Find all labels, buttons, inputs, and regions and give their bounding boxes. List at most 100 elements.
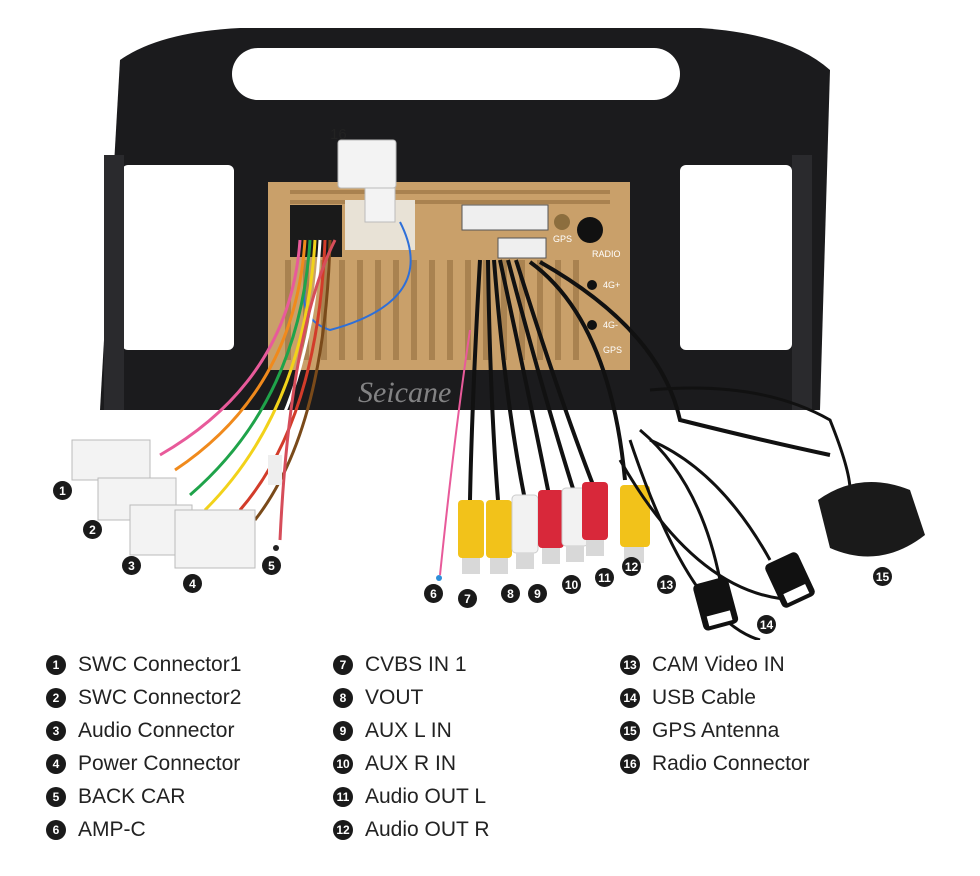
callout-marker-5: 5	[262, 556, 281, 575]
bezel-top-slot	[232, 48, 680, 100]
legend-column-1: 1 SWC Connector1 2 SWC Connector2 3 Audio C…	[46, 648, 241, 846]
callout-marker-8: 8	[501, 584, 520, 603]
legend-bullet: 15	[620, 720, 640, 741]
4g-plus-socket	[587, 280, 597, 290]
legend-bullet: 14	[620, 687, 640, 708]
legend-item: 7 CVBS IN 1	[333, 648, 490, 681]
legend-item: 11 Audio OUT L	[333, 780, 490, 813]
legend-item: 8 VOUT	[333, 681, 490, 714]
bezel-left-window	[122, 165, 234, 350]
callout-marker-10: 10	[562, 575, 581, 594]
callout-marker-2: 2	[83, 520, 102, 539]
legend-bullet: 13	[620, 654, 640, 675]
legend-label: Radio Connector	[652, 751, 810, 775]
legend-item: 2 SWC Connector2	[46, 681, 241, 714]
legend-item: 9 AUX L IN	[333, 714, 490, 747]
head-unit-photo: GPS RADIO 4G+ 4G- GPS Seicane	[71, 28, 925, 640]
panel-label-gps-lower: GPS	[603, 345, 622, 355]
amp-c-tip	[436, 575, 442, 581]
legend-item: 12 Audio OUT R	[333, 813, 490, 846]
radio-connector-neck	[364, 187, 396, 223]
callout-marker-12: 12	[622, 557, 641, 576]
callout-marker-1: 1	[53, 481, 72, 500]
radio-connector-plug	[337, 139, 397, 189]
bezel-left-rail	[104, 155, 124, 410]
callout-marker-6: 6	[424, 584, 443, 603]
legend-label: Audio Connector	[78, 718, 235, 742]
legend-label: CAM Video IN	[652, 652, 785, 676]
audio-out-r-plug	[582, 482, 608, 556]
panel-label-radio: RADIO	[592, 249, 621, 259]
back-car-wire-tag	[268, 455, 282, 485]
gps-antenna-puck	[818, 482, 925, 557]
power-connector	[174, 509, 256, 569]
legend-label: SWC Connector1	[78, 652, 242, 676]
legend-bullet: 11	[333, 786, 353, 807]
amp-c-wire	[439, 329, 471, 576]
callout-marker-4: 4	[183, 574, 202, 593]
callout-marker-3: 3	[122, 556, 141, 575]
callout-marker-15: 15	[873, 567, 892, 586]
legend-bullet: 16	[620, 753, 640, 774]
legend-bullet: 9	[333, 720, 353, 741]
gps-socket	[554, 214, 570, 230]
bezel-right-rail	[792, 155, 812, 410]
legend-bullet: 2	[46, 687, 66, 708]
usb-cable-coil	[618, 428, 801, 640]
legend-bullet: 7	[333, 654, 353, 675]
legend-item: 10 AUX R IN	[333, 747, 490, 780]
legend-bullet: 5	[46, 786, 66, 807]
legend-item: 3 Audio Connector	[46, 714, 241, 747]
legend-bullet: 6	[46, 819, 66, 840]
vout-plug	[486, 500, 512, 574]
gps-antenna-cable	[649, 386, 852, 491]
legend-label: AUX R IN	[365, 751, 457, 775]
legend-column-2: 7 CVBS IN 1 8 VOUT 9 AUX L IN 10 AUX R IN 11…	[333, 648, 490, 846]
legend-label: GPS Antenna	[652, 718, 780, 742]
legend-item: 16 Radio Connector	[620, 747, 810, 780]
legend-bullet: 3	[46, 720, 66, 741]
4g-minus-socket	[587, 320, 597, 330]
usb-plug-2	[765, 552, 815, 608]
main-port-block	[461, 204, 549, 231]
cvbs-in-1-plug	[458, 500, 484, 574]
legend-item: 6 AMP-C	[46, 813, 241, 846]
legend-item: 14 USB Cable	[620, 681, 810, 714]
callout-marker-9: 9	[528, 584, 547, 603]
harness-wires	[159, 239, 337, 541]
rca-cable-bundle	[468, 259, 831, 501]
panel-label-4g-minus: 4G-	[603, 320, 618, 330]
aux-r-in-plug	[538, 490, 564, 564]
aux-port-block	[497, 237, 547, 259]
legend-label: AMP-C	[78, 817, 146, 841]
back-car-wire-tip	[273, 545, 279, 551]
bezel-right-window	[680, 165, 792, 350]
panel-label-gps: GPS	[553, 234, 572, 244]
panel-label-4g-plus: 4G+	[603, 280, 620, 290]
legend-label: Audio OUT L	[365, 784, 487, 808]
legend-label: AUX L IN	[365, 718, 452, 742]
radio-antenna-socket	[577, 217, 603, 243]
legend-label: CVBS IN 1	[365, 652, 467, 676]
legend-bullet: 8	[333, 687, 353, 708]
legend-label: Audio OUT R	[365, 817, 490, 841]
legend-bullet: 10	[333, 753, 353, 774]
legend-bullet: 4	[46, 753, 66, 774]
callout-marker-14: 14	[757, 615, 776, 634]
usb-plug-1	[693, 577, 739, 631]
legend-item: 15 GPS Antenna	[620, 714, 810, 747]
aux-l-in-plug	[511, 494, 539, 569]
legend-item: 13 CAM Video IN	[620, 648, 810, 681]
legend-label: VOUT	[365, 685, 424, 709]
legend-column-3: 13 CAM Video IN 14 USB Cable 15 GPS Antenna…	[620, 648, 810, 780]
cam-video-in-plug	[620, 485, 650, 563]
legend-item: 1 SWC Connector1	[46, 648, 241, 681]
callout-marker-11: 11	[595, 568, 614, 587]
legend-label: BACK CAR	[78, 784, 186, 808]
legend-bullet: 12	[333, 819, 353, 840]
legend-label: SWC Connector2	[78, 685, 242, 709]
callout-marker-13: 13	[657, 575, 676, 594]
legend-label: USB Cable	[652, 685, 756, 709]
legend-bullet: 1	[46, 654, 66, 675]
